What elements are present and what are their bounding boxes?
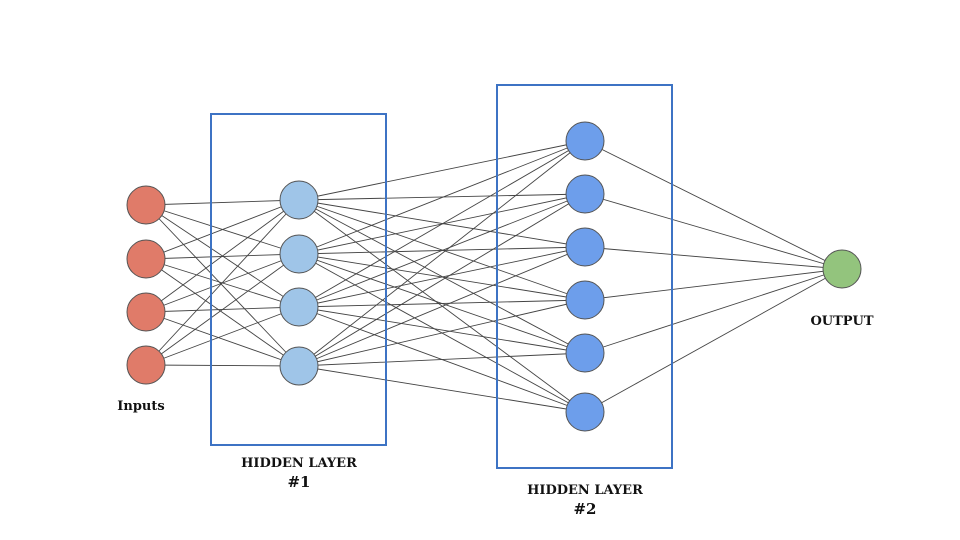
inputs-node-1 <box>126 185 166 225</box>
hidden-layer-2-node-6 <box>565 392 605 432</box>
hidden-layer-2-node-2 <box>565 174 605 214</box>
connection-inputs-3-to-hidden-layer-1-4 <box>145 311 300 367</box>
hidden-layer-2-box <box>496 84 673 469</box>
hidden-layer-2-node-1 <box>565 121 605 161</box>
output-label: OUTPUT <box>810 314 873 329</box>
inputs-label: Inputs <box>117 399 164 414</box>
connection-hidden-layer-1-3-to-hidden-layer-2-4 <box>298 299 586 308</box>
hidden-layer-2-node-3 <box>565 227 605 267</box>
nodes <box>126 121 862 432</box>
connection-hidden-layer-2-5-to-output-1 <box>584 268 843 354</box>
connection-hidden-layer-1-1-to-hidden-layer-2-1 <box>298 140 586 201</box>
connection-inputs-4-to-hidden-layer-1-3 <box>145 306 300 366</box>
connection-hidden-layer-2-4-to-output-1 <box>584 268 843 301</box>
connection-hidden-layer-1-4-to-hidden-layer-2-2 <box>298 193 586 367</box>
connection-inputs-1-to-hidden-layer-1-1 <box>145 199 300 206</box>
connection-hidden-layer-2-6-to-output-1 <box>584 268 843 413</box>
connection-hidden-layer-2-3-to-output-1 <box>584 246 843 270</box>
output-node-1 <box>822 249 862 289</box>
connection-inputs-3-to-hidden-layer-1-1 <box>145 199 300 313</box>
connection-hidden-layer-1-3-to-hidden-layer-2-1 <box>298 140 586 308</box>
connection-hidden-layer-2-1-to-output-1 <box>584 140 843 270</box>
connections <box>145 140 843 413</box>
connection-hidden-layer-1-3-to-hidden-layer-2-5 <box>298 306 586 354</box>
connection-hidden-layer-1-4-to-hidden-layer-2-5 <box>298 352 586 367</box>
connection-hidden-layer-1-4-to-hidden-layer-2-1 <box>298 140 586 367</box>
inputs-node-3 <box>126 292 166 332</box>
inputs-node-4 <box>126 345 166 385</box>
hidden-layer-1-number: #1 <box>287 473 310 491</box>
hidden-layer-2-title: HIDDEN LAYER <box>527 483 643 498</box>
hidden-layer-1-node-4 <box>279 346 319 386</box>
connection-inputs-2-to-hidden-layer-1-1 <box>145 199 300 260</box>
connection-hidden-layer-1-3-to-hidden-layer-2-3 <box>298 246 586 308</box>
hidden-layer-1-node-1 <box>279 180 319 220</box>
hidden-layer-2-node-4 <box>565 280 605 320</box>
connection-hidden-layer-1-4-to-hidden-layer-2-6 <box>298 365 586 413</box>
connection-hidden-layer-1-1-to-hidden-layer-2-4 <box>298 199 586 301</box>
hidden-layer-1-box <box>210 113 387 446</box>
hidden-layer-1-node-3 <box>279 287 319 327</box>
hidden-layer-2-node-5 <box>565 333 605 373</box>
connection-inputs-4-to-hidden-layer-1-4 <box>145 364 300 367</box>
connection-inputs-2-to-hidden-layer-1-4 <box>145 258 300 367</box>
connection-inputs-4-to-hidden-layer-1-1 <box>145 199 300 366</box>
connection-hidden-layer-1-3-to-hidden-layer-2-2 <box>298 193 586 308</box>
hidden-layer-1-title: HIDDEN LAYER <box>241 456 357 471</box>
hidden-layer-2-number: #2 <box>573 500 596 518</box>
connection-inputs-4-to-hidden-layer-1-2 <box>145 253 300 366</box>
connection-hidden-layer-1-1-to-hidden-layer-2-5 <box>298 199 586 354</box>
connection-hidden-layer-1-2-to-hidden-layer-2-1 <box>298 140 586 255</box>
connection-hidden-layer-1-1-to-hidden-layer-2-2 <box>298 193 586 201</box>
connection-hidden-layer-2-2-to-output-1 <box>584 193 843 270</box>
inputs-node-2 <box>126 239 166 279</box>
connection-hidden-layer-1-4-to-hidden-layer-2-3 <box>298 246 586 367</box>
connection-inputs-1-to-hidden-layer-1-4 <box>145 204 300 367</box>
connection-hidden-layer-1-4-to-hidden-layer-2-4 <box>298 299 586 367</box>
hidden-layer-1-node-2 <box>279 234 319 274</box>
